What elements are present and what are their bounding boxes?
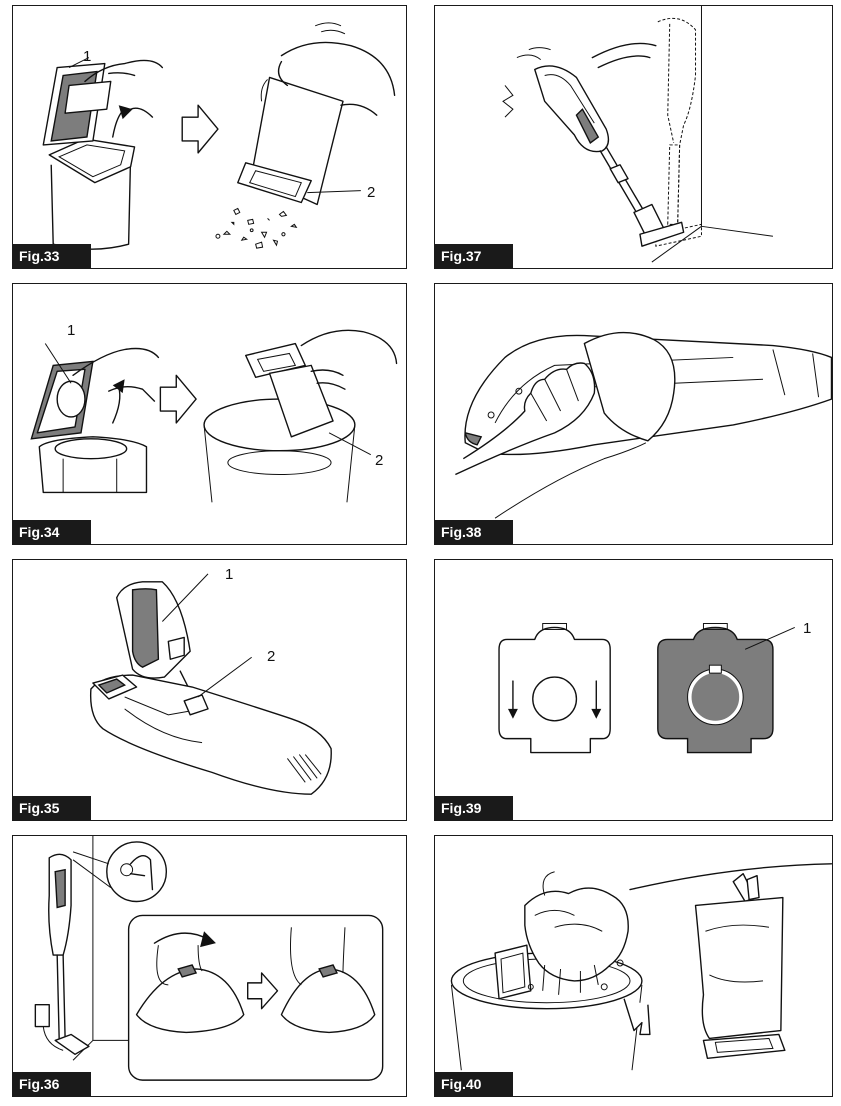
fig33-illustration bbox=[42, 22, 396, 250]
figure-label: Fig.38 bbox=[435, 520, 513, 544]
fig37-illustration bbox=[502, 6, 774, 263]
fig40-illustration bbox=[450, 863, 832, 1071]
callout-2: 2 bbox=[367, 184, 376, 201]
figure-label: Fig.39 bbox=[435, 796, 513, 820]
fig38-illustration bbox=[455, 331, 832, 519]
figure-label: Fig.33 bbox=[13, 244, 91, 268]
figure-label: Fig.40 bbox=[435, 1072, 513, 1096]
figure-36-panel: Fig.36 bbox=[12, 835, 407, 1097]
callout-1: 1 bbox=[225, 566, 234, 583]
callout-1: 1 bbox=[803, 620, 812, 637]
right-arrow-icon bbox=[159, 374, 197, 424]
figure-40-panel: Fig.40 bbox=[434, 835, 833, 1097]
fig34-illustration bbox=[30, 329, 398, 503]
figure-34-panel: 1 2 Fig.34 bbox=[12, 283, 407, 545]
figure-35-panel: 1 2 Fig.35 bbox=[12, 559, 407, 821]
figure-33-panel: 1 2 Fig.33 bbox=[12, 5, 407, 269]
right-arrow-icon bbox=[181, 104, 219, 154]
fig35-illustration bbox=[89, 573, 332, 795]
fig39-illustration bbox=[498, 623, 795, 754]
callout-1: 1 bbox=[67, 322, 76, 339]
right-arrow-icon bbox=[247, 972, 279, 1010]
figure-label: Fig.37 bbox=[435, 244, 513, 268]
figure-38-panel: Fig.38 bbox=[434, 283, 833, 545]
curved-arrow-icon bbox=[112, 386, 121, 424]
figure-37-panel: Fig.37 bbox=[434, 5, 833, 269]
fig36-illustration bbox=[34, 836, 384, 1081]
callout-1: 1 bbox=[83, 48, 92, 65]
figure-label: Fig.35 bbox=[13, 796, 91, 820]
figure-39-panel: 1 Fig.39 bbox=[434, 559, 833, 821]
callout-2: 2 bbox=[267, 648, 276, 665]
figure-label: Fig.36 bbox=[13, 1072, 91, 1096]
figure-label: Fig.34 bbox=[13, 520, 91, 544]
callout-2: 2 bbox=[375, 452, 384, 469]
